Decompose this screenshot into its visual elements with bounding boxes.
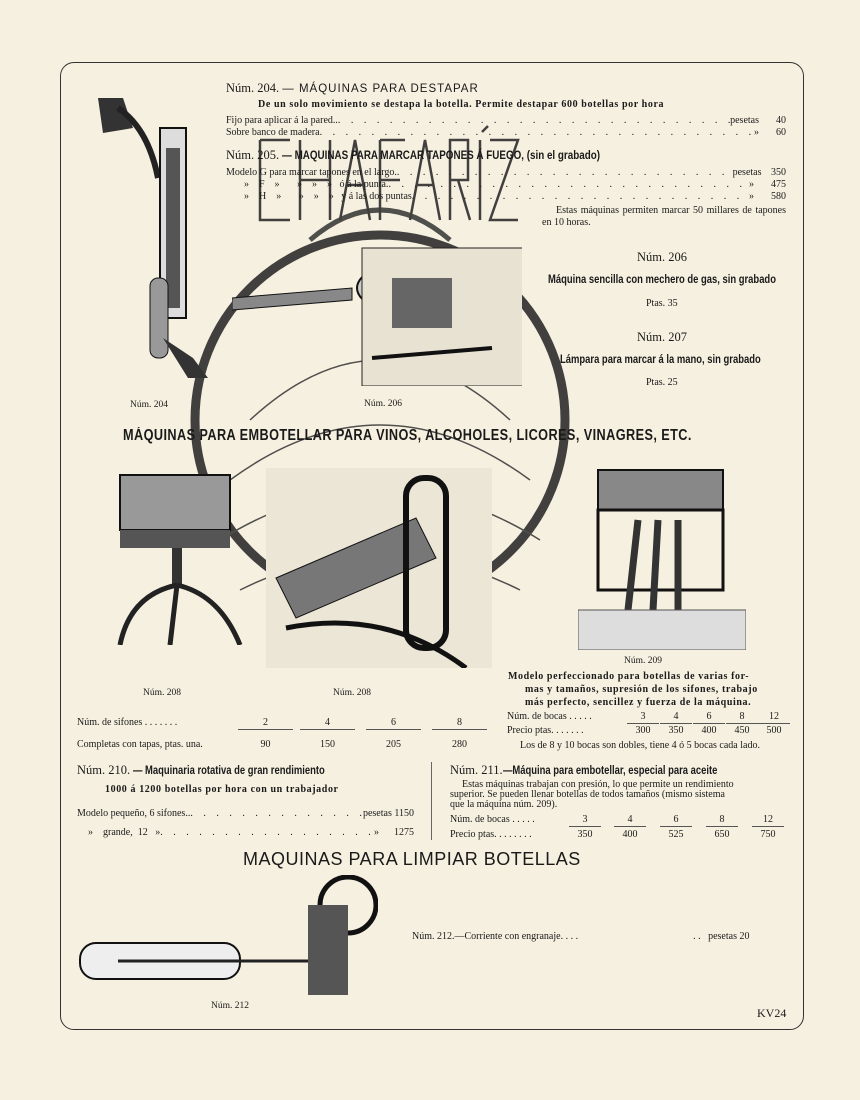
- n208-sifones-2: 6: [366, 717, 421, 730]
- bottle-cleaning-machine-212-illustration: [79, 875, 378, 995]
- n206-number: Núm. 206: [637, 250, 687, 264]
- caption-209: Núm. 209: [624, 656, 662, 666]
- n211-price-2: 525: [668, 829, 684, 840]
- n211-desc-2: que la máquina núm. 209).: [450, 799, 558, 810]
- n205-item-0: Modelo G para marcar tapones en el largo…: [226, 167, 786, 178]
- n211-row1-label: Núm. de bocas . . . . .: [450, 814, 535, 825]
- n211-desc-1: superior. Se pueden llenar botellas de t…: [450, 789, 725, 800]
- n209-desc-1: mas y tamaños, supresión de los sifones,…: [525, 684, 758, 695]
- uncorking-machine-204-illustration: [98, 98, 208, 378]
- n211-price-1: 400: [622, 829, 638, 840]
- n210-subtitle: 1000 á 1200 botellas por hora con un tra…: [105, 784, 339, 795]
- n205-title: — MAQUINAS PARA MARCAR TAPONES Á FUEGO, …: [282, 148, 601, 162]
- caption-206: Núm. 206: [364, 399, 402, 409]
- n211-bocas-2: 6: [660, 814, 692, 827]
- n211-price-4: 750: [760, 829, 776, 840]
- n211-row2-label: Precio ptas. . . . . . . .: [450, 829, 532, 840]
- n209-row2-label: Precio ptas. . . . . . .: [507, 725, 584, 736]
- bottling-machine-208-illustration: [117, 474, 243, 645]
- n205-item-1: » F » » » » ó á la punta. . . . . . . . …: [244, 179, 786, 190]
- n209-price-1: 350: [668, 725, 684, 736]
- n209-bocas-4: 12: [758, 711, 790, 724]
- n209-bocas-1: 4: [660, 711, 692, 724]
- n208-row1-label: Núm. de sifones . . . . . . .: [77, 717, 178, 728]
- n208-price-2: 205: [386, 739, 401, 750]
- n205-note: Estas máquinas permiten marcar 50 millar…: [542, 205, 786, 228]
- n208-price-0: 90: [260, 739, 271, 750]
- column-divider: [431, 762, 432, 840]
- n208-price-3: 280: [452, 739, 467, 750]
- n209-bocas-2: 6: [693, 711, 725, 724]
- n209-row1-label: Núm. de bocas . . . . .: [507, 711, 592, 722]
- n207-desc: Lámpara para marcar á la mano, sin graba…: [560, 354, 761, 366]
- n210-item-1: » grande, 12 » . . . . . . . . . . . . .…: [88, 827, 414, 838]
- n211-bocas-0: 3: [569, 814, 601, 827]
- n211-bocas-4: 12: [752, 814, 784, 827]
- page-code: KV24: [757, 1006, 787, 1020]
- n207-number: Núm. 207: [637, 330, 687, 344]
- n204-subtitle: De un solo movimiento se destapa la bote…: [258, 99, 665, 110]
- n209-price-2: 400: [701, 725, 717, 736]
- n205-item-2: » H » » » » y á las dos puntas . . . . .…: [244, 191, 786, 202]
- cork-marking-machine-206-illustration: [232, 247, 522, 386]
- n211-number: Núm. 211.: [450, 763, 503, 777]
- n208-sifones-3: 8: [432, 717, 487, 730]
- n211-price-3: 650: [714, 829, 730, 840]
- n204-item-0: Fijo para aplicar á la pared.. . . . . .…: [226, 115, 786, 126]
- n209-price-0: 300: [635, 725, 651, 736]
- caption-208-b: Núm. 208: [333, 688, 371, 698]
- n208-sifones-1: 4: [300, 717, 355, 730]
- n211-bocas-3: 8: [706, 814, 738, 827]
- n206-desc: Máquina sencilla con mechero de gas, sin…: [548, 274, 776, 286]
- n209-note: Los de 8 y 10 bocas son dobles, tiene 4 …: [520, 740, 760, 751]
- n210-item-0: Modelo pequeño, 6 sifones.. . . . . . . …: [77, 808, 414, 819]
- caption-204: Núm. 204: [130, 400, 168, 410]
- bottling-machine-209-illustration: [578, 469, 746, 650]
- n204-item-1: Sobre banco de madera . . . . . . . . . …: [226, 127, 786, 138]
- n211-desc-0: Estas máquinas trabajan con presión, lo …: [462, 779, 734, 790]
- n209-bocas-0: 3: [627, 711, 659, 724]
- n212-label: Núm. 212.—Corriente con engranaje. . . .…: [412, 931, 750, 942]
- n207-price: Ptas. 25: [646, 377, 678, 388]
- n209-desc-2: más perfecto, sencillez y fuerza de la m…: [525, 697, 752, 708]
- n205-number: Núm. 205.: [226, 148, 280, 162]
- n209-price-4: 500: [766, 725, 782, 736]
- n210-number: Núm. 210.: [77, 763, 131, 777]
- n204-number: Núm. 204.: [226, 81, 280, 95]
- section-heading-bottling: MÁQUINAS PARA EMBOTELLAR PARA VINOS, ALC…: [123, 427, 692, 444]
- n211-title: —Máquina para embotellar, especial para …: [502, 765, 718, 777]
- caption-212: Núm. 212: [211, 1001, 249, 1011]
- n211-price-0: 350: [577, 829, 593, 840]
- n209-price-3: 450: [734, 725, 750, 736]
- n208-price-1: 150: [320, 739, 335, 750]
- n208-sifones-0: 2: [238, 717, 293, 730]
- caption-208-a: Núm. 208: [143, 688, 181, 698]
- n208-row2-label: Completas con tapas, ptas. una.: [77, 739, 203, 750]
- page-frame: [60, 62, 804, 1030]
- n204-title: — MÁQUINAS PARA DESTAPAR: [282, 83, 479, 95]
- bottling-machine-208-large-illustration: [266, 468, 492, 668]
- n206-price: Ptas. 35: [646, 298, 678, 309]
- n209-bocas-3: 8: [726, 711, 758, 724]
- section-heading-cleaning: MAQUINAS PARA LIMPIAR BOTELLAS: [243, 849, 581, 869]
- n210-title: — Maquinaria rotativa de gran rendimient…: [133, 765, 326, 777]
- n209-desc-0: Modelo perfeccionado para botellas de va…: [508, 671, 750, 682]
- n211-bocas-1: 4: [614, 814, 646, 827]
